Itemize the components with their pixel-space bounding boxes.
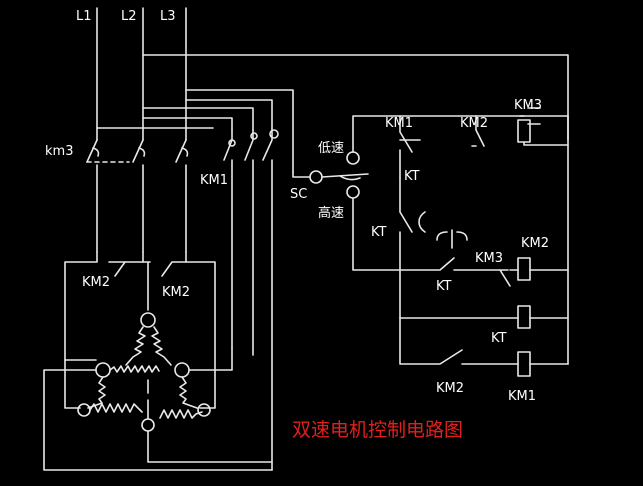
label-L1: L1 [76,9,92,24]
label-low-speed: 低速 [318,141,344,156]
label-km1-coil: KM1 [508,389,536,404]
label-L2: L2 [121,9,137,24]
label-km3-mid: KM3 [475,251,503,266]
motor-windings [43,312,273,471]
label-km2-coil: KM2 [521,236,549,251]
label-kt-coil: KT [491,331,507,346]
label-km3-top: KM3 [514,98,542,113]
label-kt-b: KT [371,225,387,240]
label-km2-right: KM2 [162,285,190,300]
label-L3: L3 [160,9,176,24]
km2-star-contacts [64,251,216,409]
label-km1-top: KM1 [385,116,413,131]
label-sc: SC [290,187,307,202]
label-km2-bottom: KM2 [436,381,464,396]
label-kt-a: KT [404,169,420,184]
labels: L1 L2 L3 km3 KM1 SC 低速 高速 KM1 KM2 KM3 KT… [45,9,549,441]
supply-lines [96,7,569,173]
km3-contacts [86,139,189,253]
control-circuit [292,107,569,377]
label-kt-c: KT [436,279,452,294]
label-high-speed: 高速 [318,205,344,221]
label-km2-left: KM2 [82,275,110,290]
label-km1-power: KM1 [200,173,228,188]
label-km3: km3 [45,144,73,159]
km1-power-contacts [223,127,279,471]
diagram-title: 双速电机控制电路图 [292,419,463,441]
label-km2-top: KM2 [460,116,488,131]
